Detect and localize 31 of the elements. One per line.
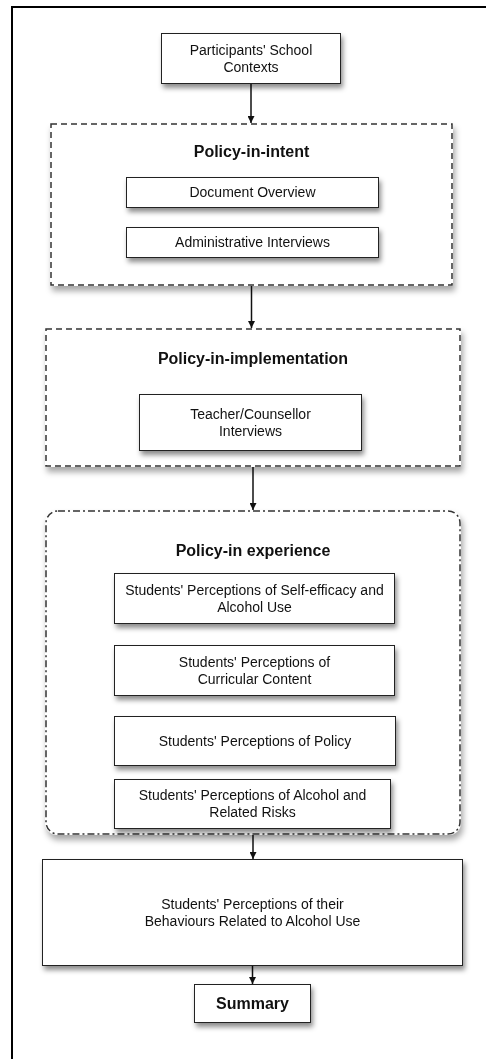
process-box bbox=[139, 394, 362, 451]
arrow bbox=[249, 466, 257, 511]
group-heading: Policy-in-intent bbox=[193, 143, 310, 161]
box-label: Teacher/Counsellor Interviews bbox=[189, 405, 312, 440]
arrow bbox=[249, 965, 256, 985]
group-heading: Policy-in experience bbox=[175, 542, 331, 560]
box-label: Document Overview bbox=[188, 184, 317, 201]
process-box bbox=[161, 33, 341, 84]
process-box bbox=[126, 177, 379, 208]
box-label: Participants' School Contexts bbox=[188, 41, 314, 76]
box-label: Students' Perceptions of Curricular Content bbox=[177, 653, 332, 688]
process-box bbox=[114, 573, 395, 624]
process-box bbox=[126, 227, 379, 258]
process-box bbox=[114, 716, 396, 766]
process-box bbox=[114, 779, 391, 829]
box-label: Students' Perceptions of their Behaviours Related to Alcohol Use bbox=[143, 895, 362, 930]
group-frame bbox=[45, 510, 461, 835]
process-box bbox=[114, 645, 395, 696]
box-label: Students' Perceptions of Policy bbox=[157, 732, 353, 750]
group-heading: Policy-in-implementation bbox=[157, 350, 349, 368]
arrow bbox=[249, 834, 257, 860]
box-label: Students' Perceptions of Self-efficacy and Alcohol Use bbox=[124, 581, 385, 616]
group-frame bbox=[50, 123, 453, 286]
arrow bbox=[248, 285, 255, 329]
box-label: Administrative Interviews bbox=[174, 234, 331, 251]
process-box bbox=[42, 859, 463, 966]
group-frame bbox=[45, 328, 461, 467]
box-label: Students' Perceptions of Alcohol and Related Risks bbox=[137, 787, 368, 821]
process-box bbox=[194, 984, 311, 1023]
box-label: Summary bbox=[215, 993, 290, 1014]
arrow bbox=[247, 83, 255, 124]
